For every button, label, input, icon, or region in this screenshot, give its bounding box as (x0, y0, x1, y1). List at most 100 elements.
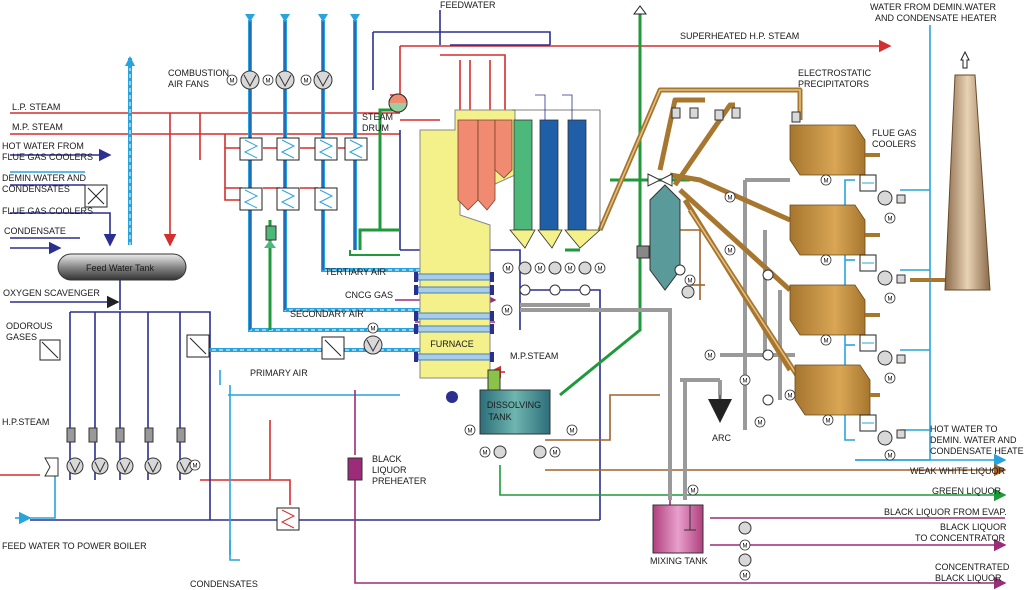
odorous-label-2: GASES (6, 332, 37, 342)
motor-label: M (688, 279, 693, 285)
green-liquor-label: GREEN LIQUOR (932, 486, 1002, 496)
feedwater-label: FEEDWATER (440, 0, 496, 10)
motor-icon (820, 334, 832, 346)
air-ducts (205, 20, 420, 352)
combustion-label-1: COMBUSTION (168, 68, 229, 78)
tertiary-air-label: TERTIARY AIR (325, 267, 387, 277)
combustion-air-fans (240, 70, 383, 355)
dissolving-tank-label-2: TANK (488, 412, 511, 422)
cyclone (636, 184, 681, 291)
motor-label: M (888, 377, 893, 383)
motor-icon (739, 374, 751, 386)
motor-label: M (758, 421, 763, 427)
mp-steam-label: M.P. STEAM (12, 122, 63, 132)
hot-water-label-1: HOT WATER FROM (2, 141, 84, 151)
motor-label: M (505, 309, 510, 315)
motor-label: M (266, 79, 271, 85)
motor-icon (534, 262, 546, 274)
motor-icon (549, 446, 561, 458)
motor-icon (502, 262, 514, 274)
motor-icon (884, 449, 896, 461)
motor-label: M (708, 354, 713, 360)
arc-label: ARC (712, 433, 732, 443)
motor-label: M (506, 267, 511, 273)
motor-label: M (193, 464, 198, 470)
demin-label-1: DEMIN.WATER AND (2, 173, 87, 183)
black-liquor-label-2: LIQUOR (372, 465, 407, 475)
motor-icon (820, 174, 832, 186)
motor-label: M (824, 179, 829, 185)
motor-icon (501, 304, 513, 316)
mp-steam-2-label: M.P.STEAM (510, 351, 558, 361)
combustion-label-2: AIR FANS (168, 79, 209, 89)
motor-icon (754, 416, 766, 428)
motor-label: M (553, 451, 558, 457)
motor-label: M (826, 419, 831, 425)
feed-water-tank-label: Feed Water Tank (86, 263, 155, 273)
boiler-banks (509, 94, 602, 249)
motor-icon (464, 424, 476, 436)
hot-water-to-label-3: CONDENSATE HEATER (930, 446, 1024, 456)
hot-water-to-label-1: HOT WATER TO (930, 424, 998, 434)
motor-icon (739, 539, 751, 551)
superheated-label: SUPERHEATED H.P. STEAM (680, 31, 799, 41)
motor-label: M (598, 267, 603, 273)
superheater-panels (457, 119, 513, 211)
motor-icon (822, 414, 834, 426)
motor-label: M (824, 339, 829, 345)
motor-label: M (888, 217, 893, 223)
misc-pumps (493, 190, 893, 567)
demin-label-2: CONDENSATES (2, 184, 70, 194)
esp-label-1: ELECTROSTATIC (798, 68, 872, 78)
flue-gas-coolers-label-1: FLUE GAS (872, 128, 917, 138)
lp-steam-label: L.P. STEAM (12, 102, 60, 112)
feed-water-tank: Feed Water Tank (57, 253, 187, 281)
smelt-spout (446, 391, 458, 403)
hot-water-to-label-2: DEMIN. WATER AND (930, 435, 1017, 445)
motor-icon (724, 191, 736, 203)
motor-label: M (538, 267, 543, 273)
motor-icon (367, 322, 379, 334)
vent-arrow (633, 5, 647, 15)
motor-icon (784, 389, 796, 401)
hot-water-label-2: FLUE GAS COOLERS (2, 152, 93, 162)
bl-conc-label-1: BLACK LIQUOR (940, 522, 1007, 532)
dissolving-tank: DISSOLVING TANK (479, 369, 551, 435)
esp-label-2: PRECIPITATORS (798, 79, 869, 89)
motor-label: M (568, 267, 573, 273)
water-demin-label-1: WATER FROM DEMIN.WATER (870, 2, 996, 12)
motor-label: M (728, 196, 733, 202)
motor-label: M (230, 79, 235, 85)
dampers (671, 107, 906, 439)
condensate-label: CONDENSATE (4, 226, 66, 236)
motor-label: M (888, 297, 893, 303)
secondary-air-label: SECONDARY AIR (290, 309, 364, 319)
motor-icon (564, 262, 576, 274)
motor-icon (566, 424, 578, 436)
fgc-left-label: FLUE GAS COOLERS (2, 206, 93, 216)
water-lines (10, 25, 1007, 561)
odorous-label-1: ODOROUS (6, 321, 53, 331)
conc-bl-label-1: CONCENTRATED (935, 562, 1010, 572)
motor-icon (479, 446, 491, 458)
hp-steam-label: H.P.STEAM (2, 417, 49, 427)
motor-icon (724, 244, 736, 256)
motor-label: M (743, 379, 748, 385)
black-liquor-label-3: PREHEATER (372, 476, 427, 486)
mixing-tank (652, 504, 704, 554)
motor-icon (687, 484, 699, 496)
motor-label: M (483, 451, 488, 457)
conc-bl-label-2: BLACK LIQUOR (935, 573, 1002, 583)
motor-icon (300, 74, 312, 86)
motor-label: M (304, 79, 309, 85)
dissolving-tank-label-1: DISSOLVING (487, 400, 541, 410)
motor-icon (704, 349, 716, 361)
feed-pumps (44, 427, 194, 477)
motor-icon (189, 459, 201, 471)
control-valve (647, 173, 673, 187)
water-demin-label-2: AND CONDENSATE HEATER (875, 13, 997, 23)
flue-gas-coolers-label-2: COOLERS (872, 139, 916, 149)
